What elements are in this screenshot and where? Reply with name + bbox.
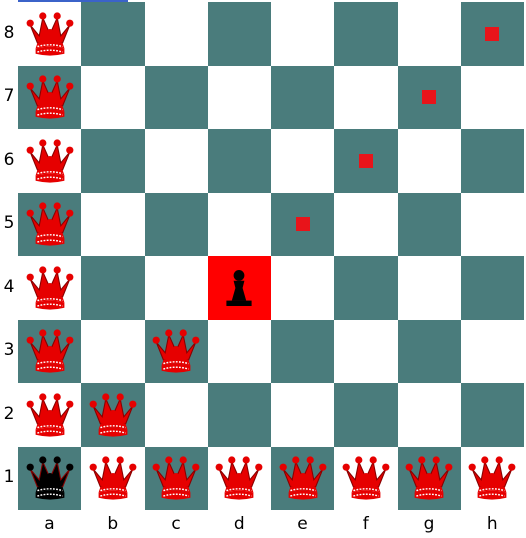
square-b8[interactable] (81, 2, 144, 66)
square-f8[interactable] (334, 2, 397, 66)
square-g7[interactable] (398, 66, 461, 130)
square-h4[interactable] (461, 256, 524, 320)
square-c3[interactable] (145, 320, 208, 384)
square-b4[interactable] (81, 256, 144, 320)
square-b5[interactable] (81, 193, 144, 257)
file-label-a: a (18, 514, 81, 534)
square-b2[interactable] (81, 383, 144, 447)
square-c5[interactable] (145, 193, 208, 257)
square-h3[interactable] (461, 320, 524, 384)
square-f6[interactable] (334, 129, 397, 193)
square-e3[interactable] (271, 320, 334, 384)
file-label-f: f (334, 514, 397, 534)
square-d2[interactable] (208, 383, 271, 447)
square-a2[interactable] (18, 383, 81, 447)
square-f3[interactable] (334, 320, 397, 384)
square-d5[interactable] (208, 193, 271, 257)
square-g6[interactable] (398, 129, 461, 193)
square-g8[interactable] (398, 2, 461, 66)
square-d3[interactable] (208, 320, 271, 384)
square-d6[interactable] (208, 129, 271, 193)
square-d8[interactable] (208, 2, 271, 66)
square-a8[interactable] (18, 2, 81, 66)
rank-label-1: 1 (0, 467, 18, 487)
move-marker-icon[interactable] (359, 154, 373, 168)
square-h6[interactable] (461, 129, 524, 193)
square-c1[interactable] (145, 447, 208, 511)
square-h7[interactable] (461, 66, 524, 130)
square-d4[interactable] (208, 256, 271, 320)
square-c8[interactable] (145, 2, 208, 66)
move-marker-icon[interactable] (296, 217, 310, 231)
square-c7[interactable] (145, 66, 208, 130)
move-marker-icon[interactable] (422, 90, 436, 104)
square-c2[interactable] (145, 383, 208, 447)
square-e5[interactable] (271, 193, 334, 257)
square-e8[interactable] (271, 2, 334, 66)
square-h2[interactable] (461, 383, 524, 447)
rank-label-2: 2 (0, 404, 18, 424)
square-e2[interactable] (271, 383, 334, 447)
rank-label-5: 5 (0, 213, 18, 233)
square-h5[interactable] (461, 193, 524, 257)
square-f5[interactable] (334, 193, 397, 257)
rank-label-3: 3 (0, 340, 18, 360)
square-a6[interactable] (18, 129, 81, 193)
square-g1[interactable] (398, 447, 461, 511)
square-f1[interactable] (334, 447, 397, 511)
square-d1[interactable] (208, 447, 271, 511)
square-b7[interactable] (81, 66, 144, 130)
square-e6[interactable] (271, 129, 334, 193)
rank-label-4: 4 (0, 277, 18, 297)
square-c4[interactable] (145, 256, 208, 320)
chessboard-frame (18, 2, 524, 510)
rank-label-7: 7 (0, 86, 18, 106)
square-g4[interactable] (398, 256, 461, 320)
square-b6[interactable] (81, 129, 144, 193)
square-h8[interactable] (461, 2, 524, 66)
square-e7[interactable] (271, 66, 334, 130)
square-g3[interactable] (398, 320, 461, 384)
square-f4[interactable] (334, 256, 397, 320)
file-label-e: e (271, 514, 334, 534)
square-b3[interactable] (81, 320, 144, 384)
square-g2[interactable] (398, 383, 461, 447)
file-label-b: b (81, 514, 144, 534)
rank-label-6: 6 (0, 150, 18, 170)
square-a4[interactable] (18, 256, 81, 320)
square-a5[interactable] (18, 193, 81, 257)
square-d7[interactable] (208, 66, 271, 130)
square-f7[interactable] (334, 66, 397, 130)
rank-label-8: 8 (0, 23, 18, 43)
square-b1[interactable] (81, 447, 144, 511)
square-h1[interactable] (461, 447, 524, 511)
square-f2[interactable] (334, 383, 397, 447)
move-marker-icon[interactable] (485, 27, 499, 41)
chessboard (18, 2, 524, 510)
file-label-c: c (145, 514, 208, 534)
square-e4[interactable] (271, 256, 334, 320)
square-a7[interactable] (18, 66, 81, 130)
square-a1[interactable] (18, 447, 81, 511)
square-e1[interactable] (271, 447, 334, 511)
file-label-d: d (208, 514, 271, 534)
square-a3[interactable] (18, 320, 81, 384)
file-label-g: g (398, 514, 461, 534)
square-c6[interactable] (145, 129, 208, 193)
file-label-h: h (461, 514, 524, 534)
square-g5[interactable] (398, 193, 461, 257)
